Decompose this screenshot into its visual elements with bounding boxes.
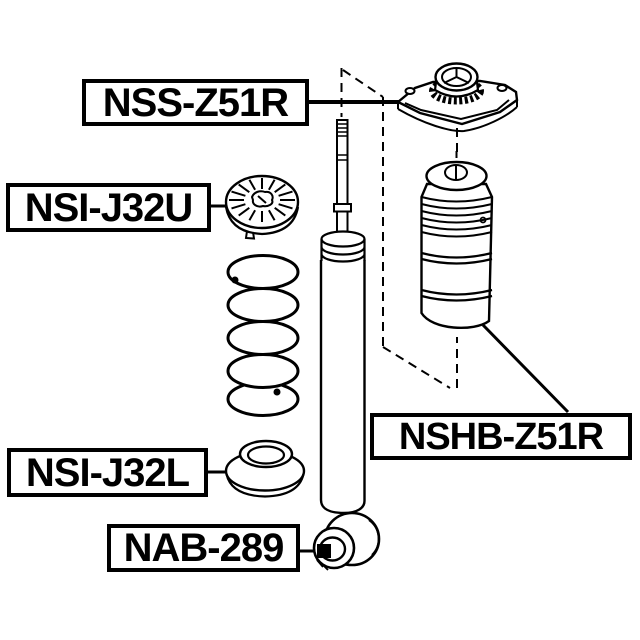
part-label-nshb-z51r: NSHB-Z51R (370, 413, 632, 460)
part-number-text: NAB-289 (123, 526, 285, 570)
lower-spring-seat-drawing (224, 439, 306, 498)
piston-rod (336, 119, 349, 243)
mount-plate-inner-contour (404, 99, 510, 121)
mount-bolt-hole-left (404, 87, 416, 95)
mount-plate-thickness-edge (397, 100, 518, 133)
boot-bellows-ribs (421, 196, 493, 238)
boot-band-lines (421, 251, 493, 302)
spring-end-tip-top (231, 276, 239, 284)
upper-seat-bottom-rim (224, 206, 300, 236)
part-label-nab-289: NAB-289 (107, 524, 300, 572)
dashed-projection-lines (340, 68, 458, 389)
coil-spring-drawing (226, 254, 300, 417)
upper-seat-center-blob (250, 190, 274, 208)
cylinder-cap-rings (320, 239, 366, 263)
upper-diagonal-dashed-line (342, 69, 384, 98)
nab-leader-square-marker (317, 544, 331, 558)
piston-rod-threads (338, 123, 347, 137)
lower-diagonal-dashed-line (382, 346, 451, 389)
spring-coil (226, 320, 300, 356)
part-label-nss-z51r: NSS-Z51R (82, 79, 309, 126)
part-number-text: NSS-Z51R (102, 80, 289, 125)
part-label-nsi-j32l: NSI-J32L (7, 448, 208, 497)
upper-seat-radial-ribs (229, 178, 295, 222)
mount-boss-spokes (443, 68, 470, 84)
cylinder-body (319, 260, 366, 515)
eyelet-housing-inner-arc (368, 519, 380, 556)
part-number-text: NSI-J32L (25, 450, 190, 495)
shock-absorber-drawing (312, 119, 381, 571)
upper-spring-seat-drawing (224, 174, 300, 240)
upper-seat-bottom-tab (244, 230, 256, 240)
spring-coil (226, 254, 300, 290)
boot-top-hole (444, 164, 468, 181)
lower-seat-base-bottom-edge (225, 473, 305, 498)
lower-seat-hole (246, 445, 286, 465)
spring-end-tip-bottom (273, 388, 281, 396)
part-label-nsi-j32u: NSI-J32U (6, 183, 211, 232)
eye-bushing-hatch (316, 559, 329, 571)
nshb-leader-line (481, 323, 570, 414)
spring-coil (226, 287, 300, 323)
boot-side-detail-hole (479, 216, 487, 224)
cylinder-cap-rim (320, 230, 366, 248)
strut-mount-drawing (395, 62, 519, 133)
mount-bolt-hole-right (496, 84, 508, 92)
part-number-text: NSI-J32U (24, 185, 194, 230)
boot-body-outline (420, 182, 494, 329)
part-number-text: NSHB-Z51R (398, 415, 604, 458)
bump-stop-boot-drawing (420, 151, 494, 329)
piston-rod-notch (338, 154, 347, 161)
piston-rod-collar (333, 203, 352, 213)
spring-coil (226, 353, 300, 389)
